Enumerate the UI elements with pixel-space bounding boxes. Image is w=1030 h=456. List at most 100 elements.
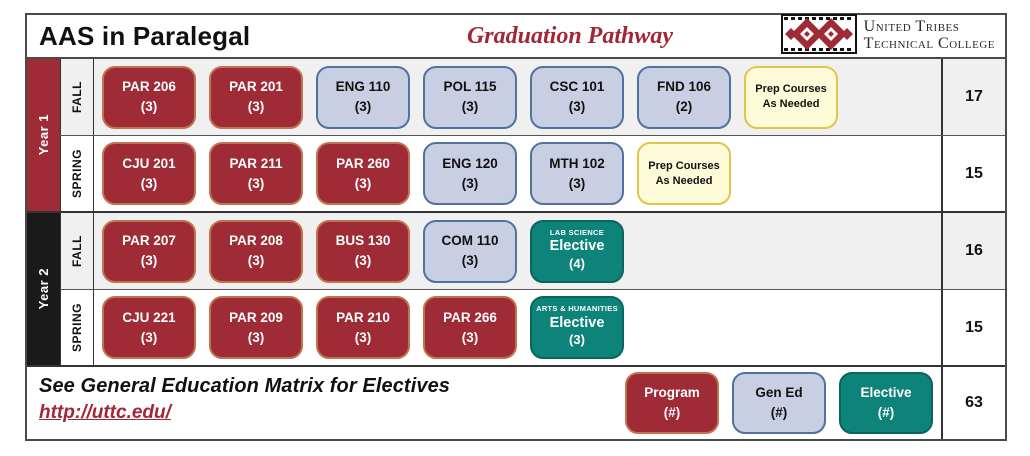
course-box: PAR 206 (3) (102, 65, 196, 129)
course-credits: (3) (247, 253, 265, 268)
semester-cell: FALL (60, 213, 94, 289)
semester-row: FALL PAR 207 (3) PAR 208 (3) BUS 130 (3)… (60, 213, 1005, 289)
uttc-link[interactable]: http://uttc.edu/ (39, 402, 171, 423)
legend-area: Program (#) Gen Ed (#) Elective (#) (625, 367, 941, 439)
course-box: ENG 120 (3) (423, 142, 517, 205)
course-area: CJU 201 (3) PAR 211 (3) PAR 260 (3) ENG … (94, 136, 941, 211)
course-box: PAR 211 (3) (209, 142, 303, 205)
year-label: Year 2 (36, 268, 51, 310)
course-credits: (3) (354, 175, 372, 191)
semester-label: SPRING (70, 148, 84, 198)
elective-credits: (3) (569, 332, 585, 348)
semester-cell: FALL (60, 59, 94, 135)
credits-value: 17 (965, 88, 983, 105)
semester-row: SPRING CJU 221 (3) PAR 209 (3) PAR 210 (… (60, 289, 1005, 365)
course-credits: (3) (140, 329, 158, 345)
pathway-document: AAS in Paralegal Graduation Pathway (25, 13, 1007, 441)
course-box: POL 115 (3) (423, 65, 517, 129)
legend-credits: (#) (770, 405, 788, 420)
semester-row: FALL PAR 206 (3) PAR 201 (3) ENG 110 (3)… (60, 59, 1005, 135)
quilt-pattern-icon (780, 13, 857, 59)
course-credits: (3) (140, 175, 158, 191)
credits-value: 15 (965, 318, 983, 336)
college-name-line1: United Tribes (863, 18, 960, 36)
prep-line2: As Needed (655, 174, 713, 187)
prep-courses-box: Prep Courses As Needed (637, 142, 731, 205)
semester-label: SPRING (70, 302, 84, 352)
year-label: Year 1 (36, 114, 51, 156)
college-name: United Tribes Technical College (863, 18, 995, 53)
course-box: MTH 102 (3) (530, 142, 624, 205)
elective-box: LAB SCIENCE Elective (4) (530, 219, 624, 283)
electives-note: See General Education Matrix for Electiv… (39, 375, 451, 397)
credits-value: 15 (965, 164, 983, 182)
course-credits: (2) (675, 99, 693, 114)
course-code: FND 106 (656, 79, 712, 95)
course-code: PAR 210 (336, 309, 390, 325)
elective-title: Elective (549, 238, 605, 255)
prep-courses-box: Prep Courses As Needed (744, 65, 838, 129)
legend-title: Gen Ed (755, 385, 803, 401)
year-rows: FALL PAR 206 (3) PAR 201 (3) ENG 110 (3)… (60, 59, 1005, 211)
legend-title: Elective (860, 385, 912, 401)
prep-line1: Prep Courses (648, 159, 720, 172)
document-header: AAS in Paralegal Graduation Pathway (27, 13, 1005, 59)
course-credits: (3) (247, 329, 265, 345)
college-logo: United Tribes Technical College (747, 13, 1005, 59)
legend-credits: (#) (663, 405, 681, 420)
course-code: MTH 102 (549, 155, 605, 171)
course-code: CJU 221 (122, 309, 176, 325)
course-code: PAR 206 (122, 79, 176, 95)
course-box: PAR 209 (3) (209, 296, 303, 359)
course-credits: (3) (140, 253, 158, 268)
course-credits: (3) (461, 99, 479, 114)
footer-text: See General Education Matrix for Electiv… (27, 367, 625, 439)
course-area: PAR 207 (3) PAR 208 (3) BUS 130 (3) COM … (94, 213, 941, 289)
total-credits-value: 63 (965, 394, 983, 411)
course-box: CJU 221 (3) (102, 296, 196, 359)
document-footer: See General Education Matrix for Electiv… (27, 367, 1005, 439)
total-credits-cell: 63 (941, 367, 1005, 439)
course-code: COM 110 (441, 233, 499, 249)
course-area: CJU 221 (3) PAR 209 (3) PAR 210 (3) PAR … (94, 290, 941, 365)
course-credits: (3) (354, 253, 372, 268)
course-code: PAR 201 (229, 79, 283, 95)
course-box: BUS 130 (3) (316, 219, 410, 283)
course-code: CJU 201 (122, 155, 176, 171)
year-group: Year 2 FALL PAR 207 (3) PAR 208 (3) BUS … (27, 213, 1005, 367)
credits-cell: 17 (941, 59, 1005, 135)
year-band: Year 2 (27, 213, 60, 365)
page-subtitle: Graduation Pathway (466, 22, 674, 49)
course-credits: (3) (461, 253, 479, 268)
college-name-line2: Technical College (863, 35, 995, 52)
legend-box: Elective (#) (839, 372, 933, 434)
course-box: PAR 201 (3) (209, 65, 303, 129)
elective-category: LAB SCIENCE (549, 227, 605, 237)
course-box: COM 110 (3) (423, 219, 517, 283)
course-box: CJU 201 (3) (102, 142, 196, 205)
course-credits: (3) (354, 329, 372, 345)
year-rows: FALL PAR 207 (3) PAR 208 (3) BUS 130 (3)… (60, 213, 1005, 365)
elective-title: Elective (549, 314, 605, 331)
course-box: FND 106 (2) (637, 65, 731, 129)
course-code: PAR 211 (229, 155, 283, 171)
course-box: PAR 260 (3) (316, 142, 410, 205)
credits-value: 16 (965, 242, 983, 259)
course-code: POL 115 (443, 79, 497, 95)
course-credits: (3) (140, 99, 158, 114)
semester-cell: SPRING (60, 290, 94, 365)
credits-cell: 15 (941, 136, 1005, 211)
semester-row: SPRING CJU 201 (3) PAR 211 (3) PAR 260 (… (60, 135, 1005, 211)
semester-label: FALL (70, 235, 84, 267)
course-code: BUS 130 (335, 233, 391, 249)
course-credits: (3) (461, 329, 479, 345)
course-credits: (3) (568, 99, 586, 114)
legend-box: Gen Ed (#) (732, 372, 826, 434)
prep-line1: Prep Courses (755, 83, 827, 96)
course-box: PAR 208 (3) (209, 219, 303, 283)
course-code: PAR 207 (122, 233, 176, 249)
course-credits: (3) (247, 175, 265, 191)
course-credits: (3) (354, 99, 372, 114)
semester-label: FALL (70, 81, 84, 113)
course-area: PAR 206 (3) PAR 201 (3) ENG 110 (3) POL … (94, 59, 941, 135)
